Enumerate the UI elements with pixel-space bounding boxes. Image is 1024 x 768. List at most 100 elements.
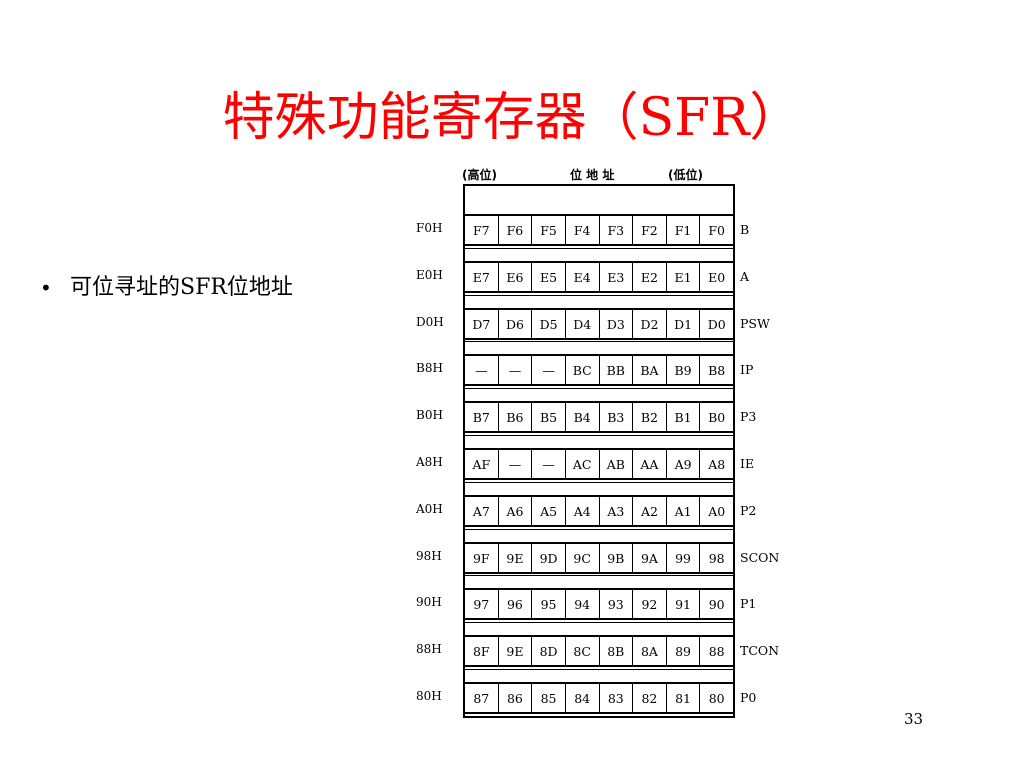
row-separator <box>465 622 733 623</box>
figure-frame <box>463 184 735 718</box>
bit-cell: A1 <box>665 497 700 525</box>
byte-address: A0H <box>416 502 443 516</box>
bit-cell: D3 <box>598 310 633 338</box>
bit-cell: 9B <box>598 544 633 572</box>
bit-cell: E5 <box>531 263 565 291</box>
byte-address: F0H <box>416 221 443 235</box>
register-name: P0 <box>740 690 757 705</box>
bit-cell: E0 <box>699 263 733 291</box>
bit-cell: D4 <box>564 310 599 338</box>
bit-cell: 96 <box>497 590 532 618</box>
bit-cell: 98 <box>699 544 733 572</box>
bit-cell: — <box>497 450 532 478</box>
byte-address: 80H <box>416 689 442 703</box>
bit-cell: F1 <box>665 216 700 244</box>
row-separator <box>465 482 733 483</box>
page-number: 33 <box>904 710 924 728</box>
bit-cell: 8C <box>564 637 599 665</box>
bullet-text: 可位寻址的SFR位地址 <box>70 275 293 300</box>
byte-address: E0H <box>416 268 443 282</box>
bit-cell: B9 <box>665 356 700 384</box>
bit-cell: E4 <box>564 263 599 291</box>
bit-cell: 82 <box>632 684 666 712</box>
row-separator <box>465 341 733 342</box>
header-high-bit: (高位) <box>462 168 497 182</box>
bit-cell: 85 <box>531 684 565 712</box>
bit-cell: F7 <box>472 222 490 238</box>
bit-cell: AA <box>632 450 666 478</box>
bit-cell: 94 <box>564 590 599 618</box>
bullet-list: • 可位寻址的SFR位地址 <box>40 272 293 304</box>
row-separator <box>465 435 733 436</box>
row-separator <box>465 669 733 670</box>
bit-cell: 93 <box>598 590 633 618</box>
bit-cell: B5 <box>531 403 565 431</box>
bit-cell: D2 <box>632 310 666 338</box>
bit-cell: A9 <box>665 450 700 478</box>
bit-cell: 81 <box>665 684 700 712</box>
byte-address: D0H <box>416 315 444 329</box>
bit-cell: B6 <box>497 403 532 431</box>
bit-cell: F4 <box>564 216 599 244</box>
bit-cell: 99 <box>665 544 700 572</box>
bit-cell: F5 <box>531 216 565 244</box>
bit-cell: E1 <box>665 263 700 291</box>
row-separator <box>465 575 733 576</box>
bit-cell: B2 <box>632 403 666 431</box>
bit-cell: F6 <box>497 216 532 244</box>
register-name: SCON <box>740 550 780 565</box>
bit-cell: A2 <box>632 497 666 525</box>
bit-cell: A3 <box>598 497 633 525</box>
register-name: P3 <box>740 409 757 424</box>
bit-cell: 87 <box>473 690 490 706</box>
byte-address: B0H <box>416 408 443 422</box>
bit-cell: 84 <box>564 684 599 712</box>
bit-cell: B4 <box>564 403 599 431</box>
header-low-bit: (低位) <box>668 168 703 182</box>
bit-cell: — <box>531 450 565 478</box>
bit-cell: A0 <box>699 497 733 525</box>
bit-cell: B0 <box>699 403 733 431</box>
row-separator <box>465 388 733 389</box>
bit-cell: 83 <box>598 684 633 712</box>
bit-cell: F0 <box>699 216 733 244</box>
row-separator <box>465 295 733 296</box>
bit-cell: 8D <box>531 637 565 665</box>
bit-cell: 90 <box>699 590 733 618</box>
bit-cell: A7 <box>472 503 490 519</box>
bit-cell: — <box>531 356 565 384</box>
bit-cell: D5 <box>531 310 565 338</box>
bit-cell: 95 <box>531 590 565 618</box>
bit-cell: 88 <box>699 637 733 665</box>
bit-cell: B3 <box>598 403 633 431</box>
bit-cell: A6 <box>497 497 532 525</box>
bit-cell: 97 <box>473 596 490 612</box>
register-name: IE <box>740 456 755 471</box>
list-item: • 可位寻址的SFR位地址 <box>40 272 293 304</box>
bit-cell: A8 <box>699 450 733 478</box>
byte-address: B8H <box>416 361 443 375</box>
bit-cell: F2 <box>632 216 666 244</box>
bit-cell: 9C <box>564 544 599 572</box>
byte-address: A8H <box>416 455 443 469</box>
register-name: P1 <box>740 596 757 611</box>
bit-cell: 91 <box>665 590 700 618</box>
bit-cell: AB <box>598 450 633 478</box>
bit-cell: 8B <box>598 637 633 665</box>
bit-cell: — <box>497 356 532 384</box>
bit-cell: 8F <box>472 643 490 659</box>
bit-cell: D1 <box>665 310 700 338</box>
bit-cell: E7 <box>472 269 490 285</box>
bullet-icon: • <box>40 276 52 300</box>
bit-cell: BC <box>564 356 599 384</box>
slide-title: 特殊功能寄存器（SFR） <box>222 88 802 148</box>
register-name: PSW <box>740 316 770 331</box>
bit-cell: D6 <box>497 310 532 338</box>
